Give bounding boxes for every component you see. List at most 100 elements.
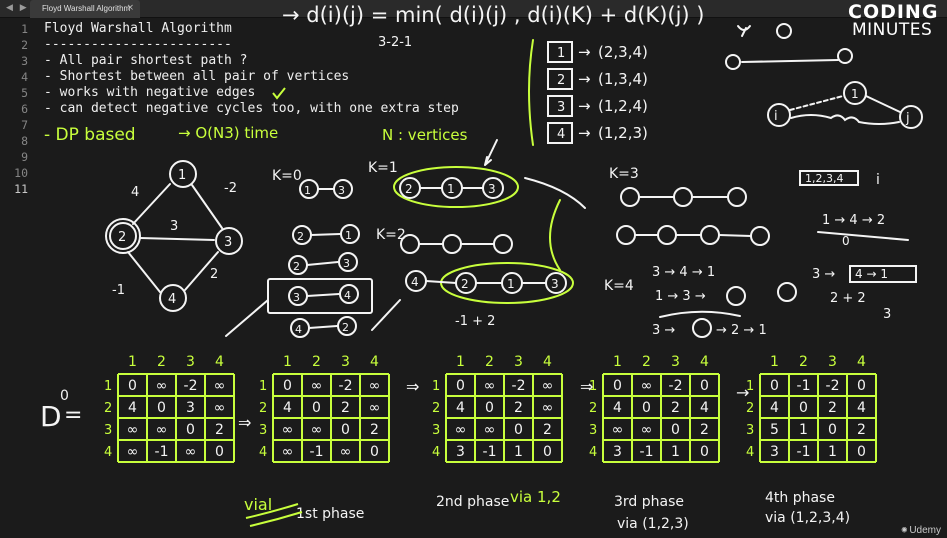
matrix-cell: 0 bbox=[857, 444, 866, 460]
phase-4-main: 4th phase bbox=[765, 490, 835, 506]
i-k-j-diagram: i 1 j bbox=[725, 48, 923, 129]
svg-text:1 → 4 → 2: 1 → 4 → 2 bbox=[822, 213, 885, 228]
matrix-col-header: 2 bbox=[157, 354, 166, 370]
matrix-cell: ∞ bbox=[282, 444, 294, 460]
svg-text:2: 2 bbox=[118, 230, 126, 245]
svg-text:1: 1 bbox=[178, 168, 186, 183]
matrix-cell: 3 bbox=[186, 400, 195, 416]
matrix-cell: 0 bbox=[312, 400, 321, 416]
matrix-cell: 0 bbox=[128, 378, 137, 394]
matrix-cell: 0 bbox=[514, 422, 523, 438]
svg-text:2: 2 bbox=[342, 321, 349, 334]
matrix-col-header: 1 bbox=[128, 354, 137, 370]
matrix-cell: 0 bbox=[186, 422, 195, 438]
matrix-cell: 4 bbox=[770, 400, 779, 416]
check-icon bbox=[272, 87, 286, 100]
code-line: ------------------------ bbox=[44, 37, 232, 52]
svg-text:(2,3,4): (2,3,4) bbox=[598, 43, 648, 61]
matrix-cell: ∞ bbox=[127, 422, 139, 438]
matrix-col-header: 4 bbox=[370, 354, 379, 370]
svg-text:2: 2 bbox=[210, 267, 218, 282]
matrix-cell: 2 bbox=[370, 422, 379, 438]
svg-text:⇒: ⇒ bbox=[406, 377, 419, 396]
matrix-cell: 0 bbox=[613, 378, 622, 394]
k1-label: K=1 bbox=[368, 160, 398, 176]
matrix-col-header: 3 bbox=[671, 354, 680, 370]
svg-text:(1,2,4): (1,2,4) bbox=[598, 97, 648, 115]
matrix-cell: 4 bbox=[128, 400, 137, 416]
distance-matrices bbox=[117, 373, 877, 463]
matrix-col-header: 3 bbox=[514, 354, 523, 370]
svg-text:0: 0 bbox=[842, 234, 850, 248]
matrix-row-header: 4 bbox=[432, 445, 440, 460]
node-2-small bbox=[776, 23, 792, 39]
matrix-cell: 2 bbox=[857, 422, 866, 438]
matrix-cell: ∞ bbox=[369, 378, 381, 394]
matrix-cell: 0 bbox=[857, 378, 866, 394]
phase-4-sub: via (1,2,3,4) bbox=[765, 510, 850, 526]
matrix-cell: ∞ bbox=[214, 378, 226, 394]
matrix-cell: 0 bbox=[543, 444, 552, 460]
formula-text: → d(i)(j) = min( d(i)(j) , d(i)(K) + d(K… bbox=[282, 3, 704, 27]
svg-text:(1,2,3): (1,2,3) bbox=[598, 124, 648, 142]
coding-minutes-logo: CODING MINUTES bbox=[848, 0, 947, 40]
matrix-cell: 1 bbox=[671, 444, 680, 460]
right-notes: 1,2,3,4 i 1 → 4 → 2 0 3 → 4 → 1 2 + 2 3 bbox=[799, 170, 917, 322]
matrix-cell: -2 bbox=[512, 378, 526, 394]
matrix-col-header: 4 bbox=[543, 354, 552, 370]
matrix-col-header: 4 bbox=[857, 354, 866, 370]
code-line: - Shortest between all pair of vertices bbox=[44, 69, 350, 84]
matrix-cell: 0 bbox=[799, 400, 808, 416]
matrix-row-header: 1 bbox=[589, 379, 597, 394]
matrix-row-header: 2 bbox=[432, 401, 440, 416]
matrix-cell: 0 bbox=[671, 422, 680, 438]
matrix-cell: 4 bbox=[283, 400, 292, 416]
matrix-cell: 4 bbox=[857, 400, 866, 416]
matrix-cell: -2 bbox=[669, 378, 683, 394]
via-list-brace bbox=[528, 39, 534, 146]
svg-text:1: 1 bbox=[304, 184, 311, 197]
matrix-col-header: 3 bbox=[341, 354, 350, 370]
tab-bar: ◀ ▶ Floyd Warshall Algorithm × bbox=[0, 0, 947, 18]
matrix-cell: 2 bbox=[700, 422, 709, 438]
svg-text:→: → bbox=[578, 97, 591, 115]
matrix-cell: ∞ bbox=[484, 378, 496, 394]
matrix-row-header: 3 bbox=[259, 423, 267, 438]
svg-text:j: j bbox=[905, 111, 910, 126]
tab-floyd-warshall[interactable]: Floyd Warshall Algorithm × bbox=[30, 0, 140, 18]
svg-text:2 + 2: 2 + 2 bbox=[830, 291, 866, 306]
sequence-text: 3-2-1 bbox=[378, 35, 412, 50]
svg-text:4: 4 bbox=[344, 289, 351, 302]
line-number: 7 bbox=[21, 118, 28, 132]
udemy-watermark: Udemy bbox=[909, 525, 941, 536]
line-number: 5 bbox=[21, 86, 28, 100]
via-list: 1 2 3 4 → → → → (2,3,4) (1,3,4) (1,2,4) … bbox=[547, 41, 648, 144]
nav-arrows[interactable]: ◀ ▶ bbox=[6, 3, 29, 13]
matrix-cell: 1 bbox=[828, 444, 837, 460]
svg-text:4: 4 bbox=[411, 275, 419, 289]
matrix-cell: 2 bbox=[215, 422, 224, 438]
k3-k4-paths: 3 → 4 → 1 1 → 3 → 3 → → 2 → 1 bbox=[616, 187, 797, 338]
svg-text:0: 0 bbox=[60, 388, 69, 404]
close-icon[interactable]: × bbox=[126, 3, 134, 13]
matrix-cell: -1 bbox=[483, 444, 497, 460]
k3-label: K=3 bbox=[609, 166, 639, 182]
graph-diagram: 1 2 3 4 4 -2 3 2 -1 bbox=[105, 160, 243, 312]
matrix-row-header: 2 bbox=[104, 401, 112, 416]
matrix-col-header: 2 bbox=[799, 354, 808, 370]
phase-1-sub: 1st phase bbox=[296, 506, 364, 522]
matrix-cell: 2 bbox=[671, 400, 680, 416]
matrix-col-header: 1 bbox=[456, 354, 465, 370]
udemy-icon: ◉ bbox=[901, 525, 907, 535]
matrix-cell: ∞ bbox=[641, 422, 653, 438]
svg-text:1,2,3,4: 1,2,3,4 bbox=[805, 172, 843, 185]
matrix-cell: 3 bbox=[456, 444, 465, 460]
matrix-row-header: 4 bbox=[259, 445, 267, 460]
matrix-col-header: 3 bbox=[186, 354, 195, 370]
matrix-cell: 4 bbox=[700, 400, 709, 416]
svg-text:3: 3 bbox=[488, 182, 496, 196]
svg-text:4: 4 bbox=[131, 185, 139, 200]
matrix-row-header: 3 bbox=[589, 423, 597, 438]
